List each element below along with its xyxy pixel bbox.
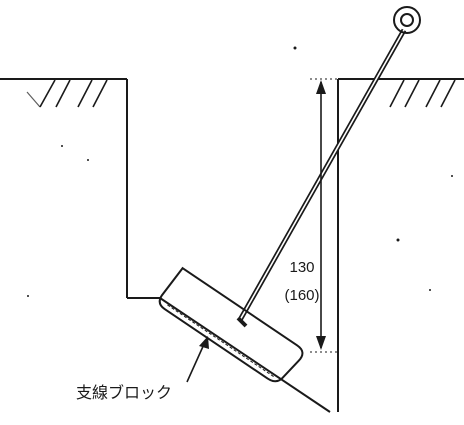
depth-alt-label: (160)	[284, 287, 319, 304]
arrowhead-down-icon	[316, 336, 326, 350]
arrowhead-up-icon	[316, 80, 326, 94]
scan-specks	[27, 46, 453, 297]
anchor-rod	[237, 28, 407, 322]
excavation-pit	[126, 78, 339, 413]
block-label: 支線ブロック	[76, 383, 172, 402]
depth-main-label: 130	[289, 259, 314, 276]
anchor-eye-icon	[393, 6, 421, 34]
block-leader-arrow	[186, 336, 209, 383]
ground-surface-left	[0, 78, 127, 108]
anchor-block	[158, 266, 304, 383]
rod-end-plate	[236, 316, 248, 328]
depth-dimension	[316, 80, 326, 350]
ground-surface-right	[338, 78, 464, 108]
